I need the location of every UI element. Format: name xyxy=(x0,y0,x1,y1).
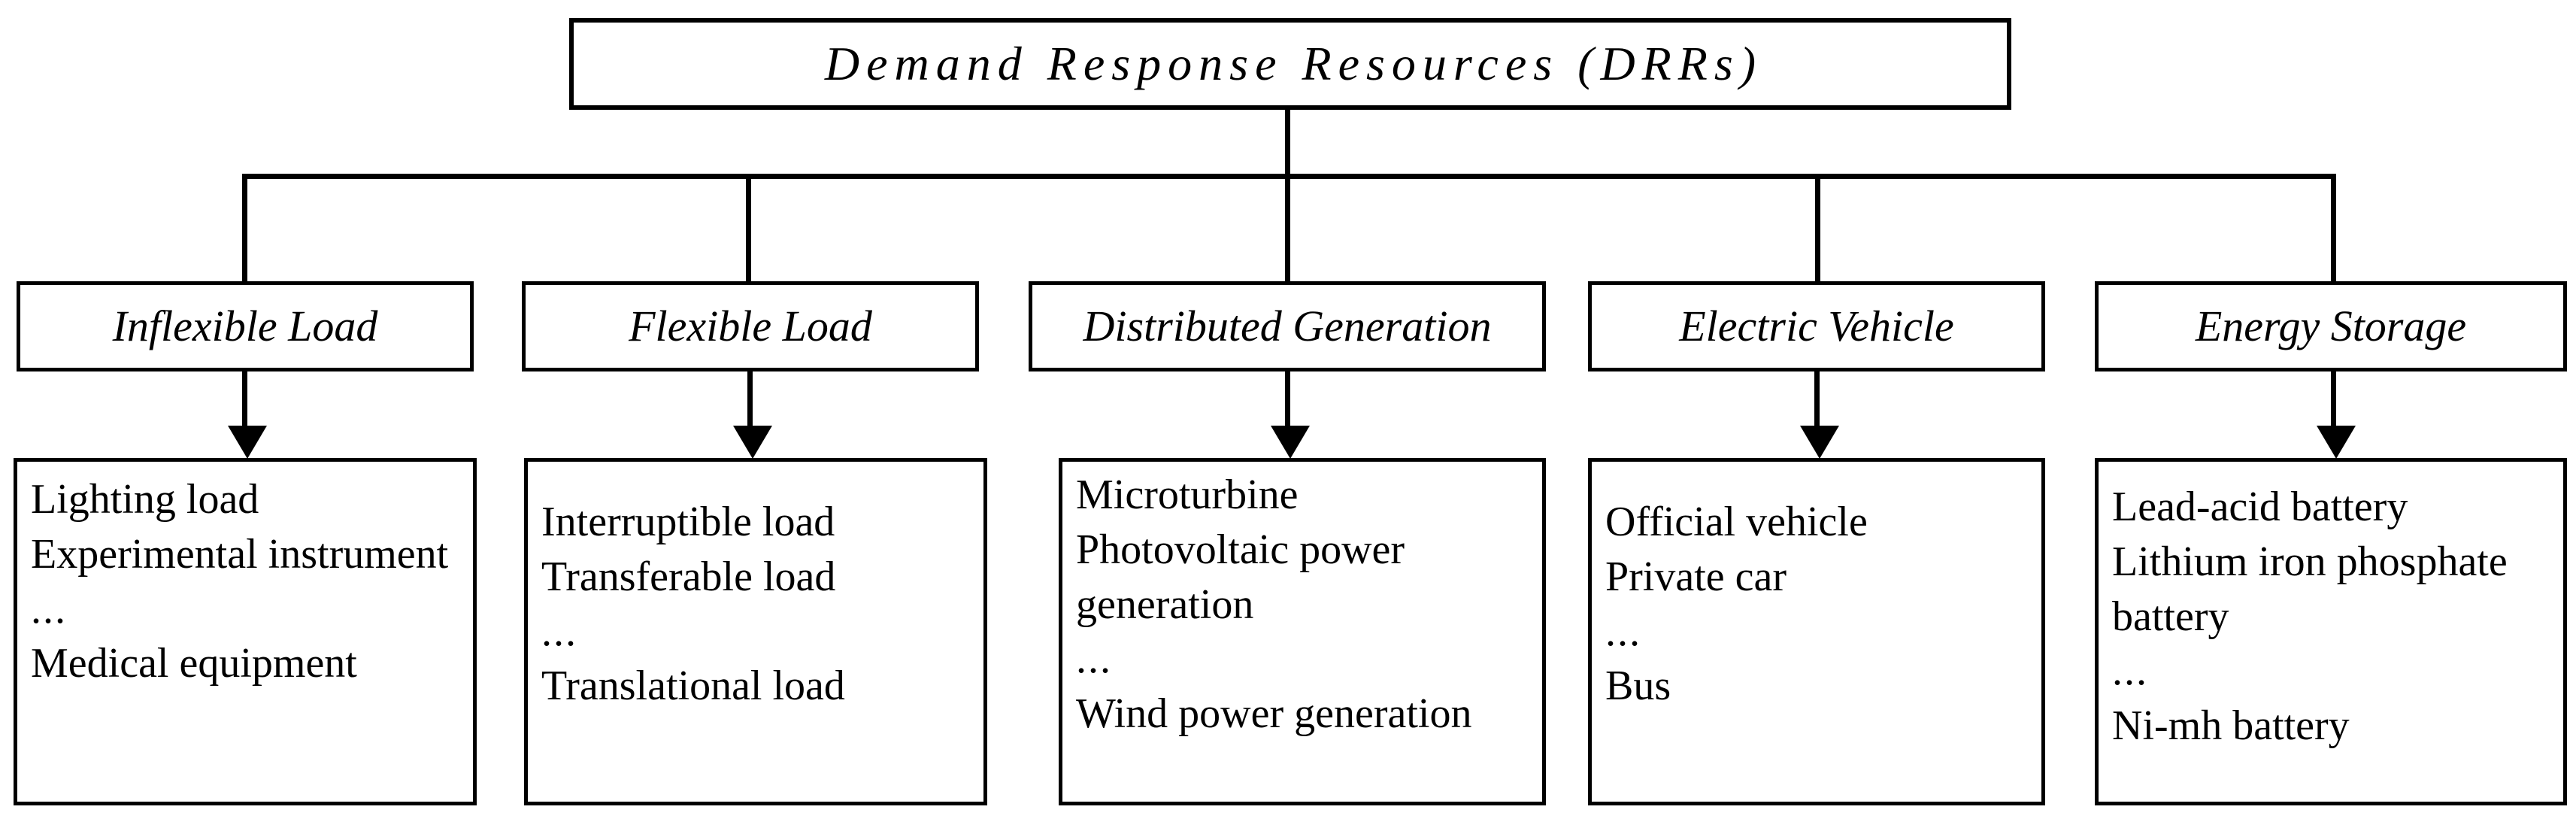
bus-drop-connector-5 xyxy=(2331,174,2336,285)
root-node-demand-response-resources: Demand Response Resources (DRRs) xyxy=(569,18,2011,110)
list-item: ... xyxy=(1076,635,1112,683)
list-item: Interruptible load xyxy=(541,499,835,545)
arrow-head-distributed-generation xyxy=(1271,426,1310,459)
list-item: Photovoltaic power generation xyxy=(1076,526,1405,628)
detail-list-inflexible-load: Lighting load Experimental instrument ..… xyxy=(31,472,473,691)
category-node-distributed-generation: Distributed Generation xyxy=(1029,281,1546,371)
detail-list-electric-vehicle: Official vehicle Private car ... Bus xyxy=(1605,495,2041,714)
list-item: Ni-mh battery xyxy=(2112,702,2350,750)
category-label-energy-storage: Energy Storage xyxy=(2195,302,2467,350)
list-item: Experimental instrument xyxy=(31,530,449,578)
category-label-electric-vehicle: Electric Vehicle xyxy=(1679,302,1954,350)
arrow-stem-energy-storage xyxy=(2331,371,2336,429)
bus-drop-connector-4 xyxy=(1815,174,1820,285)
list-item: Private car xyxy=(1605,553,1787,600)
list-item: Official vehicle xyxy=(1605,499,1868,545)
detail-node-energy-storage: Lead-acid battery Lithium iron phosphate… xyxy=(2095,458,2567,805)
category-node-electric-vehicle: Electric Vehicle xyxy=(1588,281,2045,371)
detail-list-flexible-load: Interruptible load Transferable load ...… xyxy=(541,495,983,714)
category-node-energy-storage: Energy Storage xyxy=(2095,281,2567,371)
arrow-stem-inflexible-load xyxy=(242,371,247,429)
list-item: Wind power generation xyxy=(1076,690,1472,738)
list-item: Transferable load xyxy=(541,553,836,600)
category-node-flexible-load: Flexible Load xyxy=(522,281,979,371)
list-item: ... xyxy=(1605,608,1641,655)
arrow-stem-flexible-load xyxy=(747,371,753,429)
detail-list-distributed-generation: Microturbine Photovoltaic power generati… xyxy=(1076,468,1542,741)
bus-drop-connector-1 xyxy=(242,174,247,285)
category-label-inflexible-load: Inflexible Load xyxy=(112,302,378,350)
arrow-stem-electric-vehicle xyxy=(1814,371,1820,429)
list-item: Microturbine xyxy=(1076,472,1299,518)
arrow-head-inflexible-load xyxy=(228,426,267,459)
detail-node-electric-vehicle: Official vehicle Private car ... Bus xyxy=(1588,458,2045,805)
detail-node-flexible-load: Interruptible load Transferable load ...… xyxy=(524,458,987,805)
detail-list-energy-storage: Lead-acid battery Lithium iron phosphate… xyxy=(2112,480,2563,754)
root-stem-connector xyxy=(1285,110,1290,179)
list-item: Lithium iron phosphate battery xyxy=(2112,538,2508,640)
detail-node-inflexible-load: Lighting load Experimental instrument ..… xyxy=(14,458,477,805)
list-item: ... xyxy=(541,608,577,655)
list-item: Lead-acid battery xyxy=(2112,484,2408,530)
bus-drop-connector-2 xyxy=(746,174,751,285)
category-node-inflexible-load: Inflexible Load xyxy=(17,281,474,371)
list-item: Medical equipment xyxy=(31,640,357,687)
list-item: ... xyxy=(2112,647,2148,695)
arrow-head-energy-storage xyxy=(2317,426,2356,459)
bus-drop-connector-3 xyxy=(1285,174,1290,285)
list-item: ... xyxy=(31,585,67,632)
list-item: Lighting load xyxy=(31,476,259,523)
list-item: Bus xyxy=(1605,663,1671,710)
list-item: Translational load xyxy=(541,663,845,710)
arrow-head-flexible-load xyxy=(733,426,772,459)
arrow-stem-distributed-generation xyxy=(1285,371,1290,429)
arrow-head-electric-vehicle xyxy=(1800,426,1839,459)
detail-node-distributed-generation: Microturbine Photovoltaic power generati… xyxy=(1059,458,1546,805)
root-node-label: Demand Response Resources (DRRs) xyxy=(824,37,1763,90)
category-label-flexible-load: Flexible Load xyxy=(629,302,872,350)
category-label-distributed-generation: Distributed Generation xyxy=(1083,302,1492,350)
